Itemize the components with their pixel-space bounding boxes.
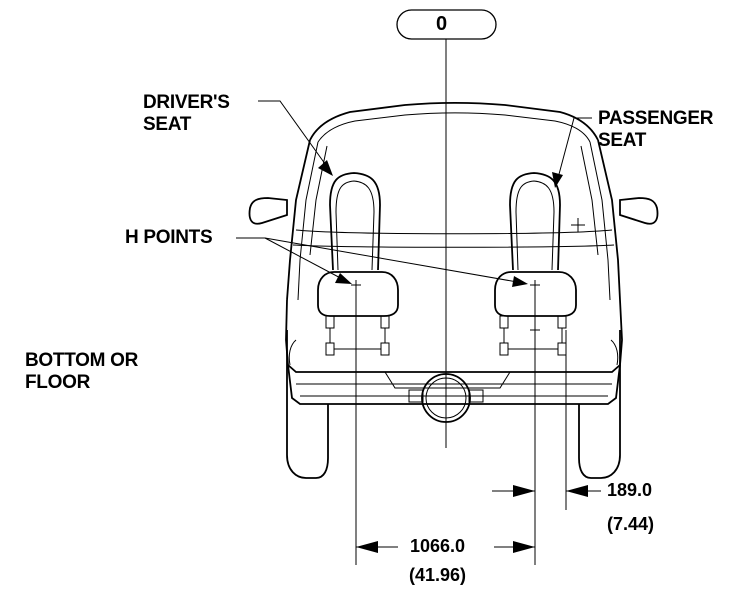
offset-inches: (7.44) — [607, 514, 655, 534]
passenger-seat-label: PASSENGER SEAT — [598, 108, 714, 152]
drivers-seat-label-line-1: DRIVER'S — [143, 92, 230, 113]
seat-spacing-value: 1066.0 — [410, 536, 466, 556]
leader-lines — [236, 100, 592, 287]
passenger-seat-label-line-2: SEAT — [598, 130, 647, 151]
vehicle-body — [248, 101, 659, 479]
bottom-floor-label-line-2: FLOOR — [25, 372, 90, 393]
bottom-floor-label-line-1: BOTTOM OR — [25, 350, 139, 371]
seat-spacing-inches: (41.96) — [409, 565, 467, 585]
reference-zero-label: 0 — [436, 13, 447, 35]
passenger-seat-drawing — [494, 172, 585, 356]
bottom-floor-label: BOTTOM OR FLOOR — [25, 350, 138, 394]
drivers-seat-drawing — [317, 172, 399, 356]
drivers-seat-label-line-2: SEAT — [143, 114, 192, 135]
offset-value: 189.0 — [607, 480, 653, 500]
passenger-seat-label-line-1: PASSENGER — [598, 108, 714, 129]
dimension-lines — [355, 290, 601, 565]
h-point-markers — [351, 280, 540, 290]
drivers-seat-label: DRIVER'S SEAT — [143, 92, 230, 136]
h-points-label: H POINTS — [125, 227, 213, 248]
